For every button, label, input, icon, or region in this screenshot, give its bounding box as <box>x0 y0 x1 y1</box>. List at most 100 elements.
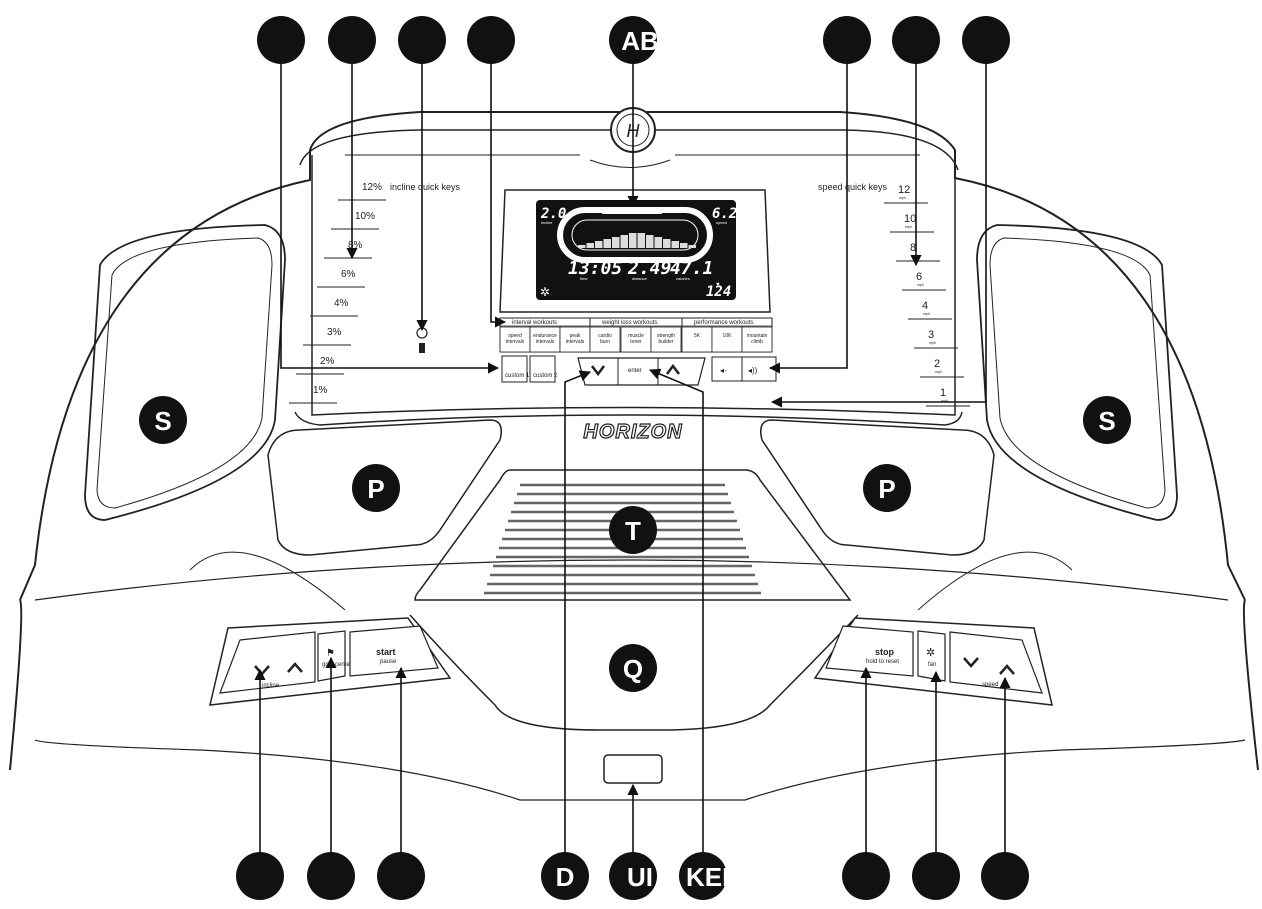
speed-key-unit: mph <box>905 225 912 229</box>
start-sub-label: pause <box>380 659 397 665</box>
callout-p-left <box>352 464 400 512</box>
safety-key-icon <box>416 327 428 353</box>
lcd-profile-bar <box>586 243 594 248</box>
navigation-keys: enter <box>577 357 706 386</box>
fan-button[interactable] <box>917 630 946 682</box>
brand-name: HORIZON <box>583 421 682 443</box>
incline-key-label: 1% <box>313 385 328 396</box>
fan-label: fan <box>928 662 936 668</box>
start-button[interactable] <box>349 625 439 677</box>
lcd-fan-icon: ✲ <box>540 285 550 299</box>
speed-down-icon <box>963 657 979 668</box>
custom-1-label: custom 1 <box>505 373 530 379</box>
callout-bottom-ui <box>609 852 657 900</box>
workout-button[interactable] <box>529 326 561 353</box>
callout-bottom-2 <box>307 852 355 900</box>
volume-down-icon[interactable]: ◂· <box>720 366 727 375</box>
callout-bottom-8 <box>912 852 960 900</box>
speed-quick-keys: speed quick keys 12mph10mph8mph6mph4mph3… <box>818 182 970 407</box>
workout-button-label: intervals <box>506 339 525 345</box>
callout-top-8 <box>962 16 1010 64</box>
performance-group-title: performance workouts <box>694 320 753 326</box>
lcd-display: 2.0 incline 6.2 speed 13:05 time 2.49 di… <box>499 189 771 313</box>
callout-top-3 <box>398 16 446 64</box>
callout-letter-p-right: P <box>878 474 895 504</box>
lcd-distance-label: distance <box>632 276 648 281</box>
callout-bottom-3 <box>377 852 425 900</box>
volume-up-icon[interactable]: ◂)) <box>748 366 758 375</box>
workout-button-label: speed <box>508 333 522 339</box>
incline-key-label: 12% <box>362 182 382 193</box>
speed-key-unit: mph <box>917 283 924 287</box>
callout-letter-s-left: S <box>154 406 171 436</box>
workout-button[interactable] <box>589 326 621 353</box>
callout-letter-kel: KEL <box>686 862 738 892</box>
lcd-heart-rate-value: 124 <box>706 284 731 300</box>
lcd-profile-bar <box>646 235 654 248</box>
lcd-incline-value: 2.0 <box>540 206 566 222</box>
lcd-profile-bar <box>654 237 662 248</box>
enter-label: enter <box>628 368 642 374</box>
speed-key-unit: mph <box>935 370 942 374</box>
workout-button[interactable] <box>681 326 713 353</box>
lower-left-pod: incline ⚑ goal center start pause <box>209 617 452 706</box>
lcd-calories-value: 47.1 <box>670 258 713 279</box>
workout-button[interactable] <box>620 326 652 353</box>
lcd-profile-bar <box>671 241 679 248</box>
speed-rocker-button[interactable] <box>949 631 1043 694</box>
lcd-speed-value: 6.2 <box>712 206 737 222</box>
goal-center-label: goal center <box>322 662 352 668</box>
workout-button[interactable] <box>559 326 591 353</box>
goal-center-button[interactable] <box>317 630 346 682</box>
stop-sub-label: hold to reset <box>866 659 899 665</box>
callout-letter-p-left: P <box>367 474 384 504</box>
workout-button[interactable] <box>711 326 743 353</box>
lcd-profile-bar <box>620 235 628 248</box>
workout-button-label: intervals <box>566 339 585 345</box>
incline-rocker-button[interactable] <box>219 631 316 694</box>
lcd-heart-icon: ♥ <box>716 282 720 288</box>
callout-bottom-9 <box>981 852 1029 900</box>
accessory-port <box>603 754 663 784</box>
callout-letter-ui: UI <box>627 862 653 892</box>
callout-top-4 <box>467 16 515 64</box>
speed-key-label: 6 <box>916 271 922 283</box>
lcd-time-value: 13:05 <box>568 258 622 279</box>
workout-button[interactable] <box>741 326 773 353</box>
lcd-calories-label: calories <box>676 276 690 281</box>
workout-buttons: speedintervalsenduranceintervalspeakinte… <box>499 326 773 353</box>
lcd-profile-bar <box>637 233 645 248</box>
callout-top-6 <box>823 16 871 64</box>
lcd-profile <box>578 233 696 248</box>
custom-2-label: custom 2 <box>533 373 558 379</box>
custom-2-button[interactable] <box>529 355 556 383</box>
speed-key-label: 1 <box>940 387 946 399</box>
custom-1-button[interactable] <box>501 355 528 383</box>
workout-button-label: builder <box>658 339 673 345</box>
workout-button[interactable] <box>499 326 531 353</box>
speed-key-unit: mph <box>929 341 936 345</box>
workout-button-label: strength <box>657 333 675 339</box>
callout-letter-q: Q <box>623 654 643 684</box>
stop-button[interactable] <box>825 625 914 677</box>
callout-letter-s-right: S <box>1098 406 1115 436</box>
lcd-profile-bar <box>595 241 603 248</box>
volume-keys: ◂· ◂)) <box>711 356 777 382</box>
chevron-up-icon <box>666 363 680 375</box>
speed-up-icon <box>999 664 1015 675</box>
lcd-profile-bar <box>629 233 637 248</box>
incline-rocker-label: incline <box>262 683 280 689</box>
speed-key-unit: mph <box>911 254 918 258</box>
callout-letter-d: D <box>556 862 575 892</box>
workout-button-label: mountain <box>747 333 768 339</box>
right-hand-grip <box>760 419 995 556</box>
workout-button[interactable] <box>650 326 682 353</box>
speed-key-label: 2 <box>934 358 940 370</box>
nav-down-button[interactable] <box>585 358 618 385</box>
workout-button-label: climb <box>751 339 763 345</box>
incline-keys-title: incline quick keys <box>390 182 461 192</box>
callout-bottom-d <box>541 852 589 900</box>
fan-icon: ✲ <box>926 647 935 659</box>
right-side-handle <box>976 224 1178 521</box>
